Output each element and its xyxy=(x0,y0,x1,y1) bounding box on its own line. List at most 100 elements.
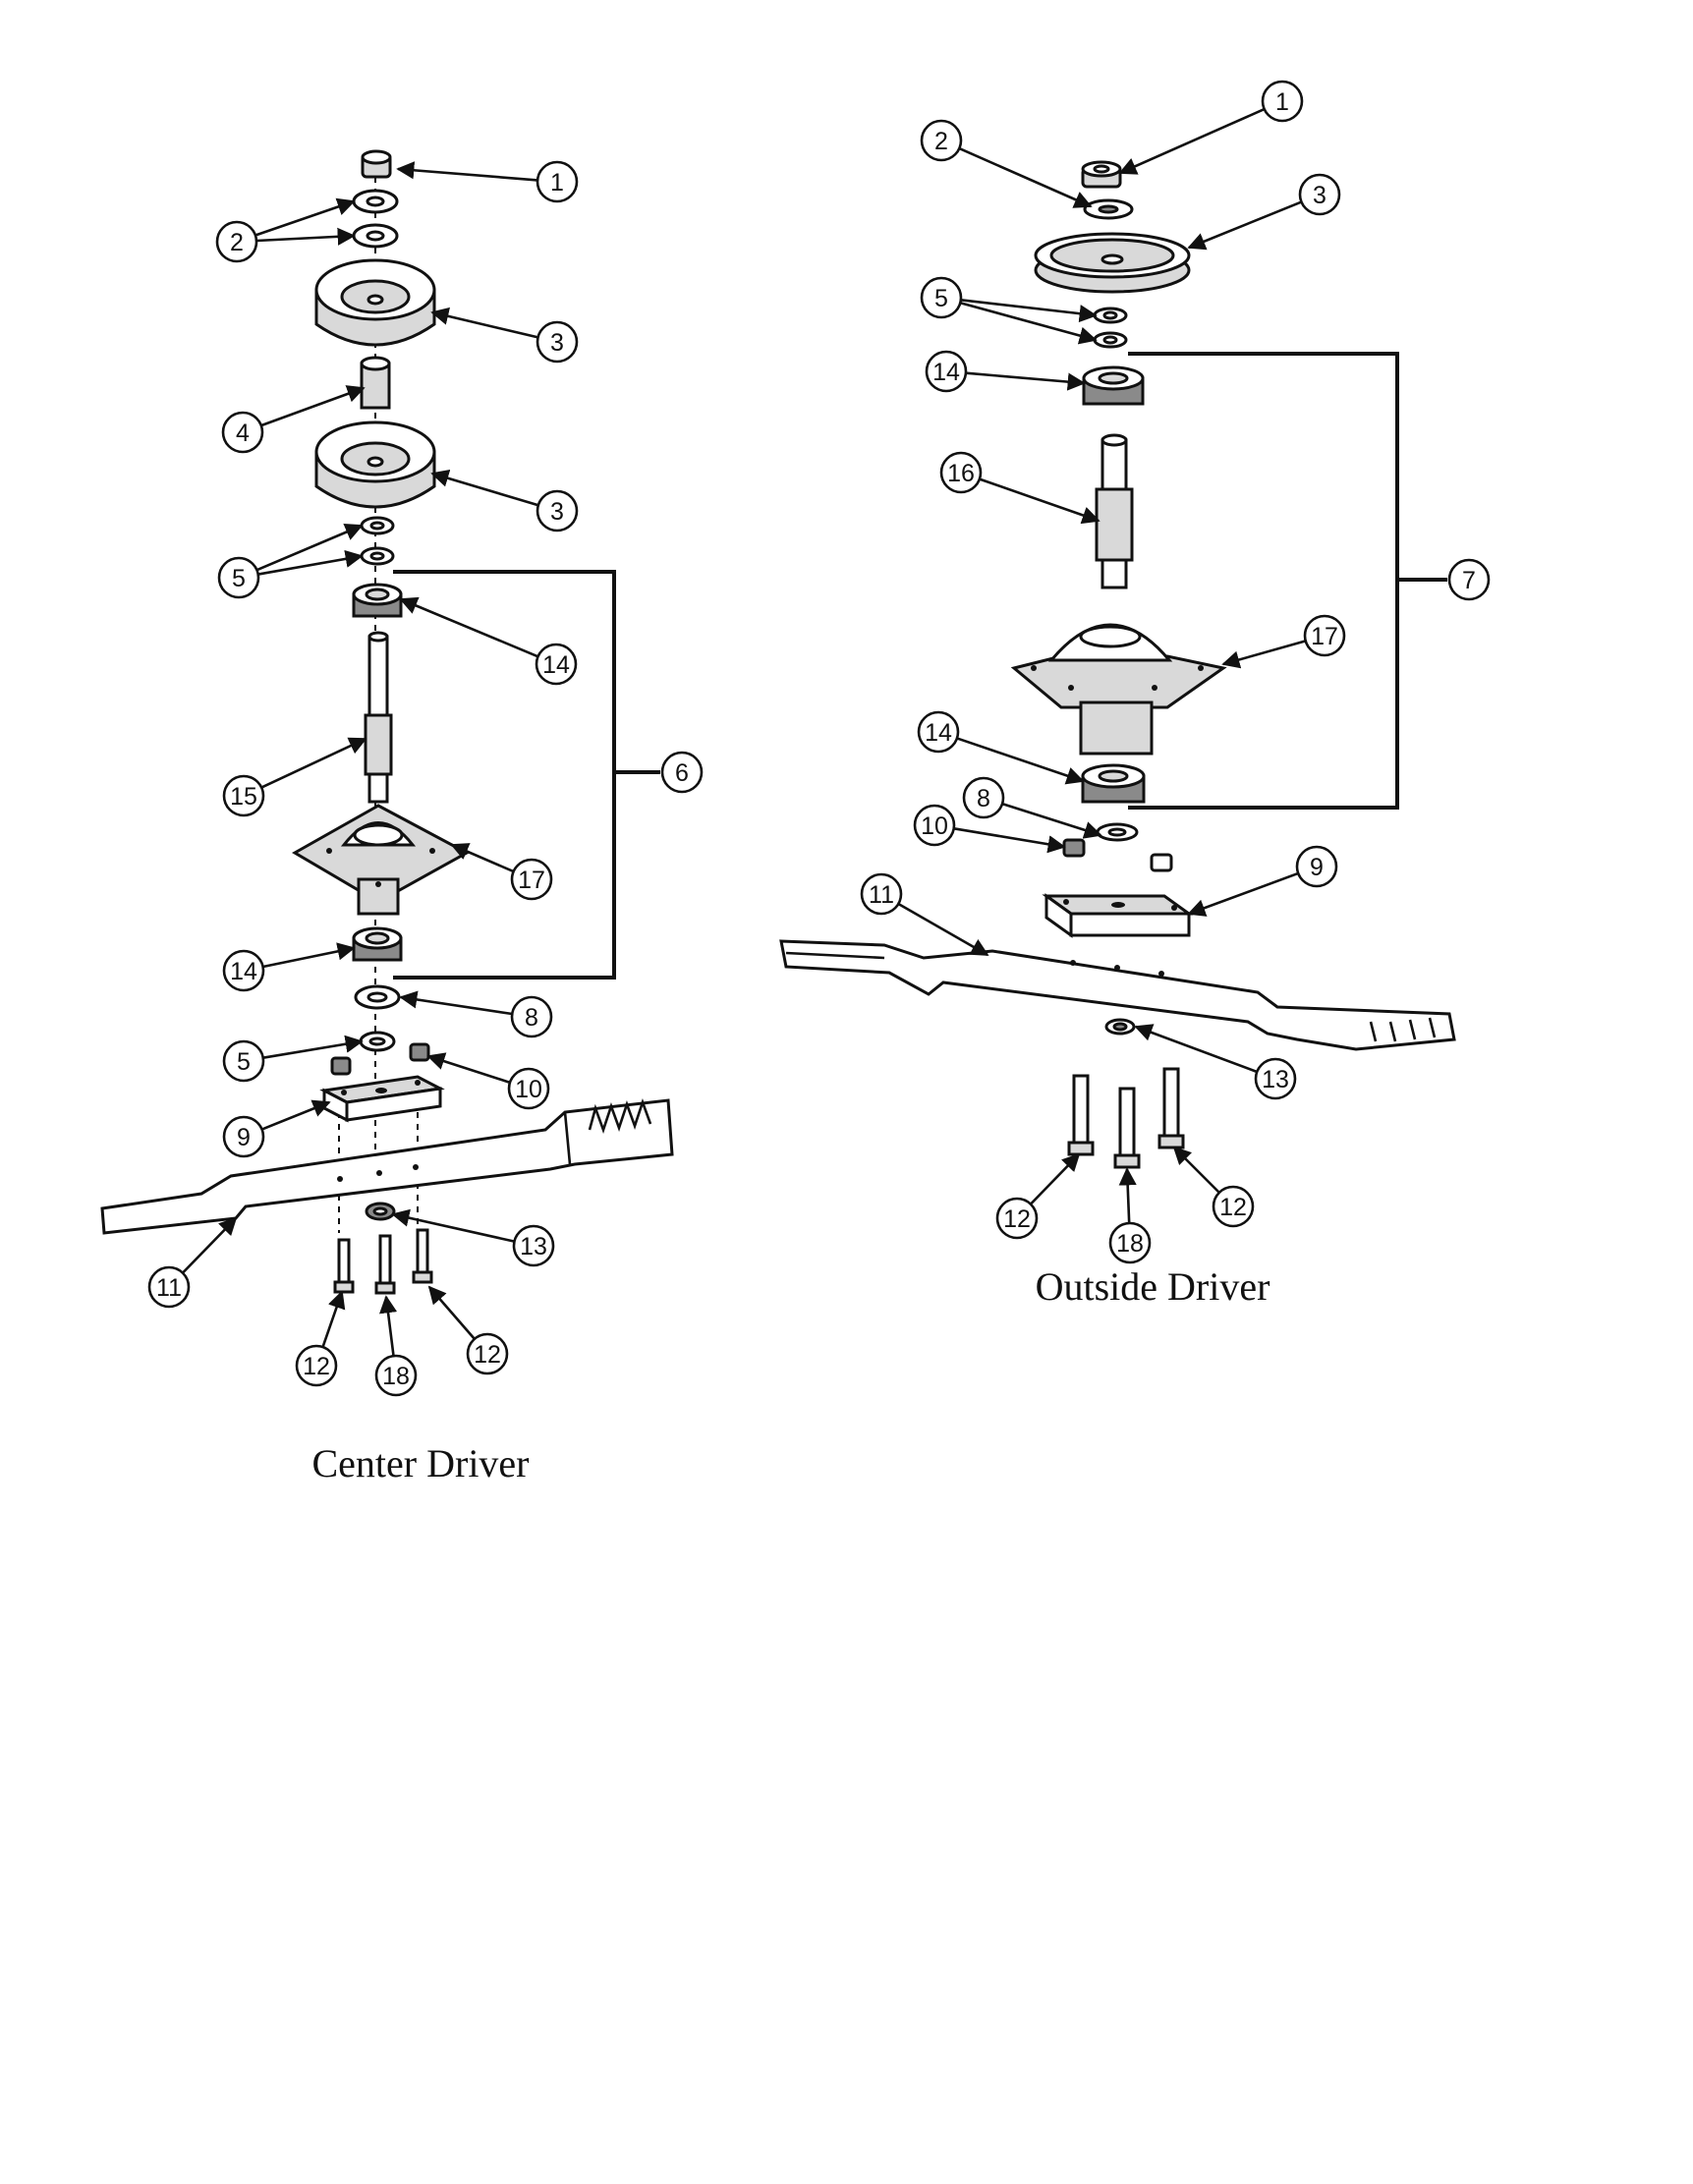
center-callout-number: 14 xyxy=(542,651,570,679)
center-upper-bearing xyxy=(352,583,403,618)
outside-spindle-housing xyxy=(1010,623,1227,756)
center-callout-circle xyxy=(222,774,265,817)
center-lower-bearing xyxy=(352,926,403,962)
outside-spindle-bracket xyxy=(1128,352,1399,810)
outside-callout-18: 18 xyxy=(1108,1221,1152,1264)
center-spindle-washers xyxy=(360,516,395,566)
center-callout-5: 5 xyxy=(217,556,260,599)
outside-callout-number: 10 xyxy=(921,812,948,840)
center-leader-11-16-0 xyxy=(182,1216,238,1274)
center-callout-17: 17 xyxy=(510,858,553,901)
center-leader-1-0-0 xyxy=(396,161,538,182)
outside-callout-circle xyxy=(917,710,960,754)
outside-callout-2: 2 xyxy=(920,119,963,162)
outside-callout-circle xyxy=(920,119,963,162)
center-callout-number: 6 xyxy=(675,759,689,787)
outside-leader-2-1-0 xyxy=(958,146,1093,208)
center-callout-number: 10 xyxy=(515,1076,542,1103)
center-upper-pulley xyxy=(314,258,436,347)
center-bolts xyxy=(333,1228,433,1295)
outside-callout-circle xyxy=(1447,558,1491,601)
outside-leader-16-5-0 xyxy=(979,477,1100,525)
center-callout-11: 11 xyxy=(147,1265,191,1309)
outside-callout-number: 1 xyxy=(1275,88,1289,116)
outside-callout-circle xyxy=(920,276,963,319)
outside-pulley xyxy=(1034,232,1191,294)
center-leader-2-1-0 xyxy=(254,197,356,237)
outside-spindle-shaft xyxy=(1095,433,1134,589)
outside-callout-circle xyxy=(1303,614,1346,657)
outside-large-washer xyxy=(1096,822,1139,842)
center-callout-circle xyxy=(222,1039,265,1083)
outside-callout-7: 7 xyxy=(1447,558,1491,601)
center-leader-13-15-0 xyxy=(391,1208,515,1243)
center-callout-circle xyxy=(536,489,579,532)
center-callout-15: 15 xyxy=(222,774,265,817)
outside-callout-circle xyxy=(1254,1057,1297,1100)
outside-leader-5-3-1 xyxy=(959,302,1098,345)
outside-callout-number: 2 xyxy=(934,128,948,155)
center-spindle-housing xyxy=(291,804,471,916)
outside-leader-18-15-0 xyxy=(1118,1167,1137,1224)
center-spindle-shaft xyxy=(364,631,393,804)
outside-callout-14: 14 xyxy=(925,350,968,393)
center-callout-5: 5 xyxy=(222,1039,265,1083)
center-callout-number: 15 xyxy=(230,783,257,811)
outside-leader-10-10-0 xyxy=(953,827,1066,854)
center-leader-3-2-0 xyxy=(430,307,538,339)
outside-lower-bearing xyxy=(1081,763,1146,804)
center-callout-9: 9 xyxy=(222,1115,265,1158)
outside-leader-14-8-0 xyxy=(956,737,1085,785)
center-small-washer xyxy=(359,1031,396,1052)
outside-callout-number: 9 xyxy=(1310,854,1324,881)
outside-leader-8-9-0 xyxy=(1001,802,1102,839)
center-leader-10-13-0 xyxy=(426,1052,511,1085)
center-blade-adapter xyxy=(319,1075,445,1123)
center-leader-12-19-0 xyxy=(427,1285,476,1340)
outside-leader-11-12-0 xyxy=(897,902,989,957)
outside-leader-9-11-0 xyxy=(1187,871,1299,917)
center-callout-18: 18 xyxy=(374,1354,418,1397)
outside-leader-17-7-0 xyxy=(1221,640,1307,669)
center-leader-8-11-0 xyxy=(399,990,513,1016)
center-leader-5-5-1 xyxy=(257,549,364,576)
center-leader-14-6-0 xyxy=(399,596,539,658)
center-callout-number: 11 xyxy=(156,1274,182,1302)
center-large-washer xyxy=(354,984,401,1010)
outside-washer xyxy=(1083,198,1134,220)
outside-callout-12: 12 xyxy=(995,1197,1039,1240)
center-callout-circle xyxy=(215,220,258,263)
center-callout-circle xyxy=(512,1224,555,1267)
center-callout-number: 2 xyxy=(230,229,244,256)
center-callout-circle xyxy=(222,949,265,992)
outside-callout-number: 11 xyxy=(869,881,894,909)
outside-callout-circle xyxy=(925,350,968,393)
center-callout-4: 4 xyxy=(221,411,264,454)
caption-outside-driver: Outside Driver xyxy=(1036,1264,1270,1309)
center-callout-6: 6 xyxy=(660,751,704,794)
center-leader-2-1-1 xyxy=(255,227,356,246)
outside-blade-adapter xyxy=(1042,893,1194,938)
outside-callout-number: 14 xyxy=(932,359,960,386)
center-leader-9-14-0 xyxy=(261,1099,331,1131)
outside-callout-1: 1 xyxy=(1261,80,1304,123)
center-callout-circle xyxy=(510,858,553,901)
center-callout-number: 9 xyxy=(237,1124,251,1151)
center-callout-3: 3 xyxy=(536,489,579,532)
center-lock-nuts xyxy=(330,1042,430,1076)
center-callout-8: 8 xyxy=(510,995,553,1038)
center-lower-pulley xyxy=(314,420,436,509)
center-spacer xyxy=(360,356,391,410)
center-callout-circle xyxy=(221,411,264,454)
center-callout-number: 12 xyxy=(474,1341,501,1369)
outside-callout-13: 13 xyxy=(1254,1057,1297,1100)
center-leader-5-12-0 xyxy=(262,1035,364,1059)
outside-callout-16: 16 xyxy=(939,451,983,494)
center-driver-assembly xyxy=(100,149,674,1295)
center-callout-number: 18 xyxy=(382,1363,410,1390)
center-leader-15-7-0 xyxy=(260,737,367,789)
outside-callout-9: 9 xyxy=(1295,845,1338,888)
center-callout-circle xyxy=(536,160,579,203)
outside-leader-1-0-0 xyxy=(1118,107,1266,175)
